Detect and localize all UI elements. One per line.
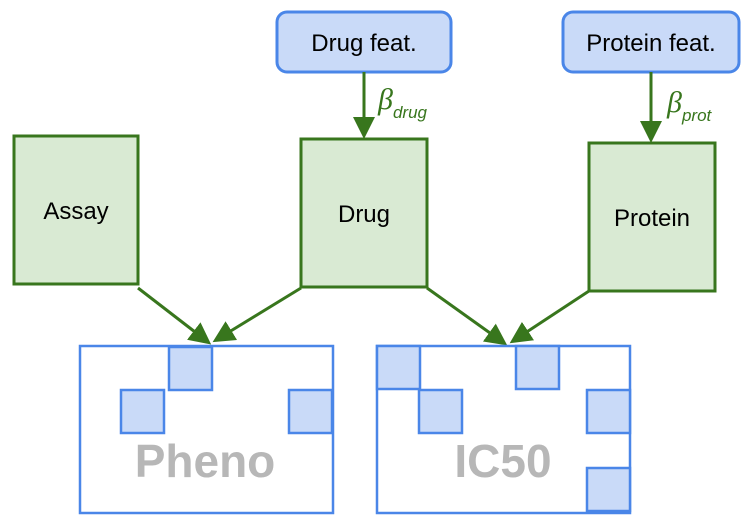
protein-label: Protein [614, 205, 690, 232]
protein-feat-label: Protein feat. [586, 30, 715, 57]
ic50-matrix: IC50 [375, 344, 632, 515]
assay-label: Assay [43, 198, 108, 225]
drug-feat-node: Drug feat. [275, 10, 453, 74]
matrix-cell [119, 388, 166, 435]
protein-to-ic50-arrow [509, 289, 590, 344]
assay-node: Assay [12, 134, 140, 286]
pheno-matrix: Pheno [78, 344, 335, 515]
ic50-label: IC50 [454, 435, 551, 487]
matrix-cell [585, 466, 632, 513]
drug-to-pheno-arrow [212, 286, 302, 343]
beta-prot-label: βprot [666, 86, 713, 125]
matrix-cell [417, 388, 464, 435]
pheno-label: Pheno [135, 435, 276, 487]
matrix-cell [375, 344, 422, 391]
beta-drug-label: βdrug [377, 83, 428, 122]
matrix-cell [585, 388, 632, 435]
matrix-cell [167, 345, 214, 392]
drug-feat-label: Drug feat. [311, 30, 416, 57]
protein-node: Protein [587, 141, 717, 293]
drug-label: Drug [338, 201, 390, 228]
matrix-cell [287, 388, 334, 435]
drug-node: Drug [299, 137, 429, 289]
matrix-cell [514, 344, 561, 391]
drug-to-ic50-arrow [426, 286, 508, 346]
assay-to-pheno-arrow [137, 286, 212, 345]
protein-feat-node: Protein feat. [561, 10, 741, 74]
